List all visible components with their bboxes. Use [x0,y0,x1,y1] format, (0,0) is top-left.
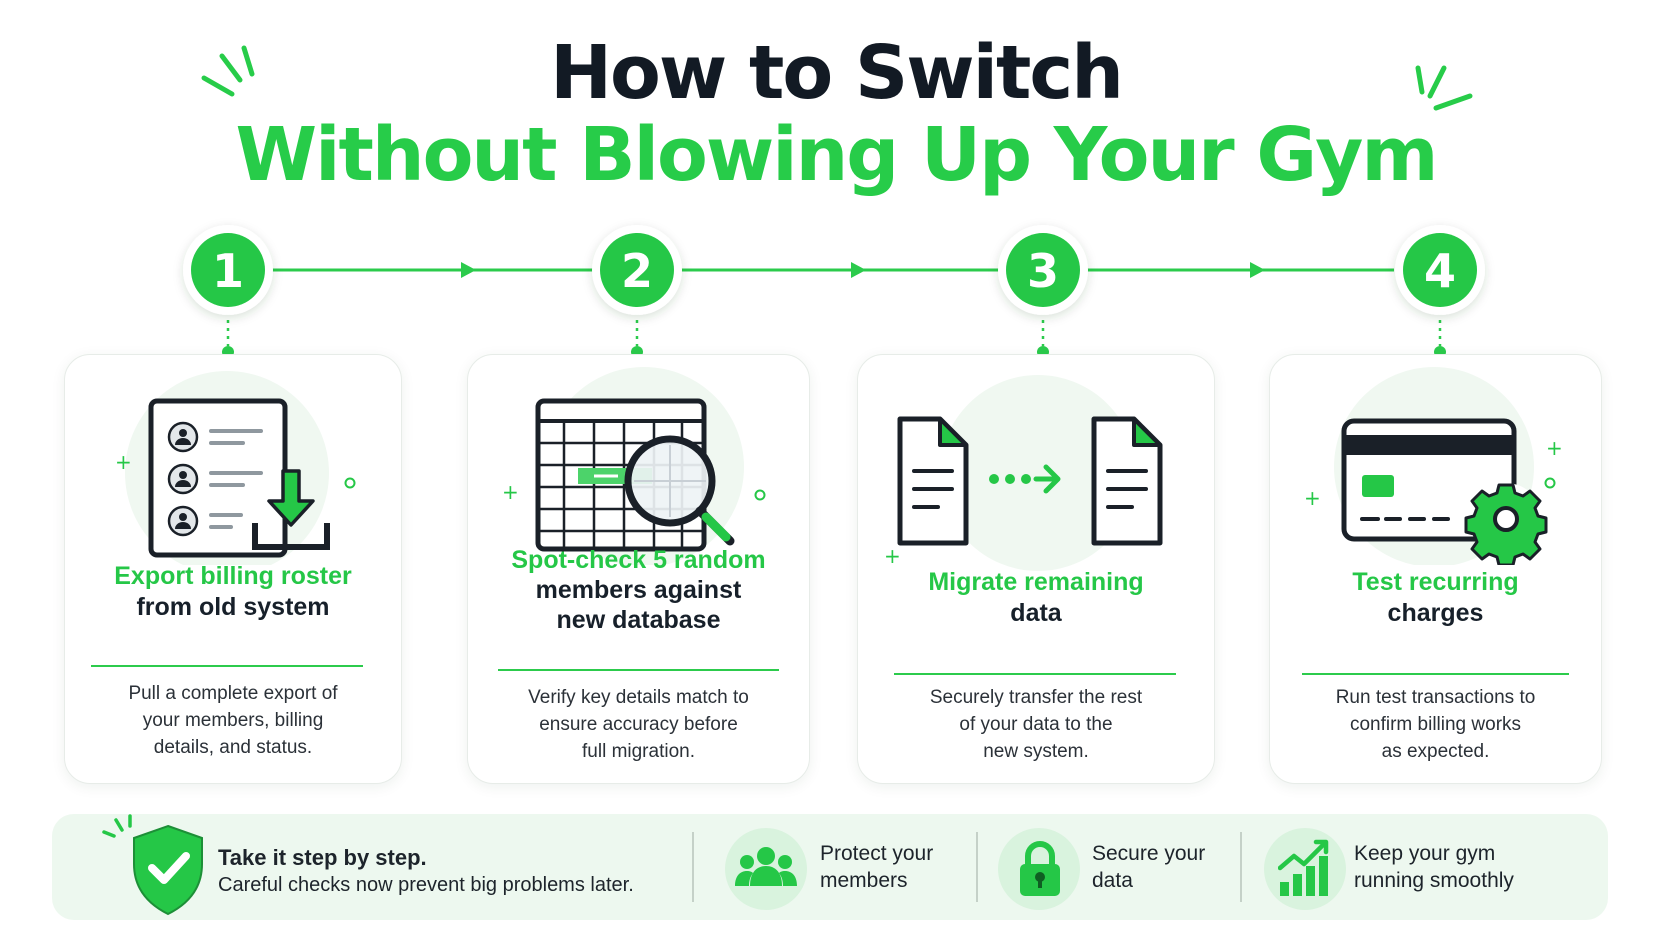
padlock-icon [1020,841,1060,896]
step-1-description: Pull a complete export of your members, … [128,683,338,758]
burst-left-icon [201,45,255,97]
step-3-badge [1006,233,1080,307]
step-2-rule [498,669,779,671]
members-group-icon [735,847,797,886]
svg-text:+: + [1546,436,1563,460]
footer-divider [976,832,978,902]
shield-check-icon [102,814,203,916]
step-card-4: + + Test recurring charges Run test tran… [1269,354,1602,784]
timeline-arrow-icon [1250,262,1265,278]
svg-text:+: + [502,480,519,504]
footer-divider [692,832,694,902]
step-2-description: Verify key details match to ensure accur… [528,687,749,762]
step-4-rule [1302,673,1569,675]
benefit-3-text: Keep your gym running smoothly [1354,842,1514,892]
svg-text:+: + [884,544,901,568]
step-3-heading: Migrate remaining data [928,568,1144,627]
document-transfer-icon: + [884,375,1163,571]
benefit-2-text: Secure your data [1092,842,1206,892]
step-3-rule [894,673,1176,675]
svg-text:+: + [1304,486,1321,510]
step-card-1: + Export billing roster from old system … [64,354,402,784]
step-4-heading: Test recurring charges [1352,568,1519,627]
step-4-number: 4 [1424,244,1456,298]
step-1-badge [191,233,265,307]
footer-subline: Careful checks now prevent big problems … [218,874,634,896]
step-2-heading: Spot-check 5 random members against new … [511,546,766,634]
step-1-rule [91,665,363,667]
step-1-heading: Export billing roster from old system [114,562,352,621]
title-line-2: Without Blowing Up Your Gym [235,112,1439,198]
growth-icon-badge [1264,828,1346,910]
svg-text:+: + [115,450,132,474]
spreadsheet-magnifier-icon: + [502,367,766,565]
step-4-description: Run test transactions to confirm billing… [1335,687,1536,762]
footer-headline: Take it step by step. [218,845,427,870]
burst-right-icon [1415,65,1473,111]
title-line-1: How to Switch [550,30,1124,116]
step-3-number: 3 [1027,244,1059,298]
step-2-badge [600,233,674,307]
benefit-1-text: Protect your members [820,842,934,892]
timeline-arrow-icon [461,262,476,278]
credit-card-gear-icon: + + [1304,367,1563,565]
timeline-arrow-icon [851,262,866,278]
step-3-description: Securely transfer the rest of your data … [929,687,1143,762]
step-card-3: + Migrate remaining data Securely transf… [857,354,1215,784]
footer-divider [1240,832,1242,902]
step-1-number: 1 [212,244,244,298]
step-4-badge [1403,233,1477,307]
member-list-download-icon: + [115,371,356,565]
step-card-2: + Spot-check 5 random members against [467,354,810,784]
growth-chart-icon [1278,839,1329,896]
step-timeline: 1 2 3 4 [183,225,1485,358]
footer-banner: Take it step by step. Careful checks now… [52,814,1608,920]
step-2-number: 2 [621,244,653,298]
